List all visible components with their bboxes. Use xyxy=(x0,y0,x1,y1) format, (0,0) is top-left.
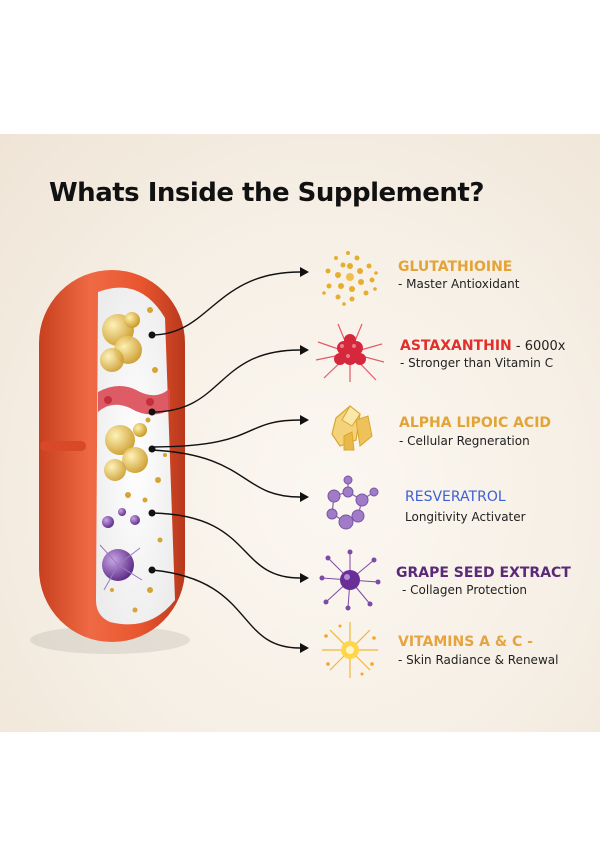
purple-particles xyxy=(99,508,143,591)
red-particles xyxy=(98,386,170,415)
ingredient-suffix: - 6000x xyxy=(511,339,566,354)
red-cluster-icon xyxy=(315,323,385,382)
ingredient-resveratrol: RESVERATROL Longitivity Activater xyxy=(405,489,526,525)
ingredient-desc: - Master Antioxidant xyxy=(398,277,520,291)
ingredient-desc: - Stronger than Vitamin C xyxy=(400,356,554,370)
crystal-icon xyxy=(331,405,373,451)
page-title: Whats Inside the Supplement? xyxy=(49,178,484,208)
gold-granules xyxy=(100,307,167,613)
swirl-particles-icon xyxy=(322,251,378,306)
ingredient-grape-seed-extract: GRAPE SEED EXTRACT - Collagen Protection xyxy=(396,565,571,598)
ingredient-glutathione: GLUTATHIOINE - Master Antioxidant xyxy=(398,259,519,292)
molecule-icon xyxy=(326,475,379,530)
ingredient-name: ALPHA LIPOIC ACID xyxy=(399,415,552,431)
ingredient-name: GRAPE SEED EXTRACT xyxy=(396,565,571,581)
ingredient-name: ASTAXANTHIN xyxy=(400,338,512,354)
purple-burst-icon xyxy=(319,549,381,611)
ingredient-vitamins: VITAMINS A & C - - Skin Radiance & Renew… xyxy=(398,634,558,668)
ingredient-name: RESVERATROL xyxy=(405,489,506,505)
ingredient-desc: - Collagen Protection xyxy=(402,583,528,597)
ingredient-desc: - Skin Radiance & Renewal xyxy=(398,653,559,667)
ingredient-alpha-lipoic-acid: ALPHA LIPOIC ACID - Cellular Regneration xyxy=(399,415,551,449)
sparkle-icon xyxy=(322,622,378,678)
ingredient-desc: - Cellular Regneration xyxy=(399,434,530,448)
ingredient-astaxanthin: ASTAXANTHIN - 6000x - Stronger than Vita… xyxy=(400,337,566,371)
ingredient-desc: Longitivity Activater xyxy=(405,510,526,524)
ingredient-name: GLUTATHIOINE xyxy=(398,259,513,275)
ingredient-name: VITAMINS A & C - xyxy=(398,634,533,650)
